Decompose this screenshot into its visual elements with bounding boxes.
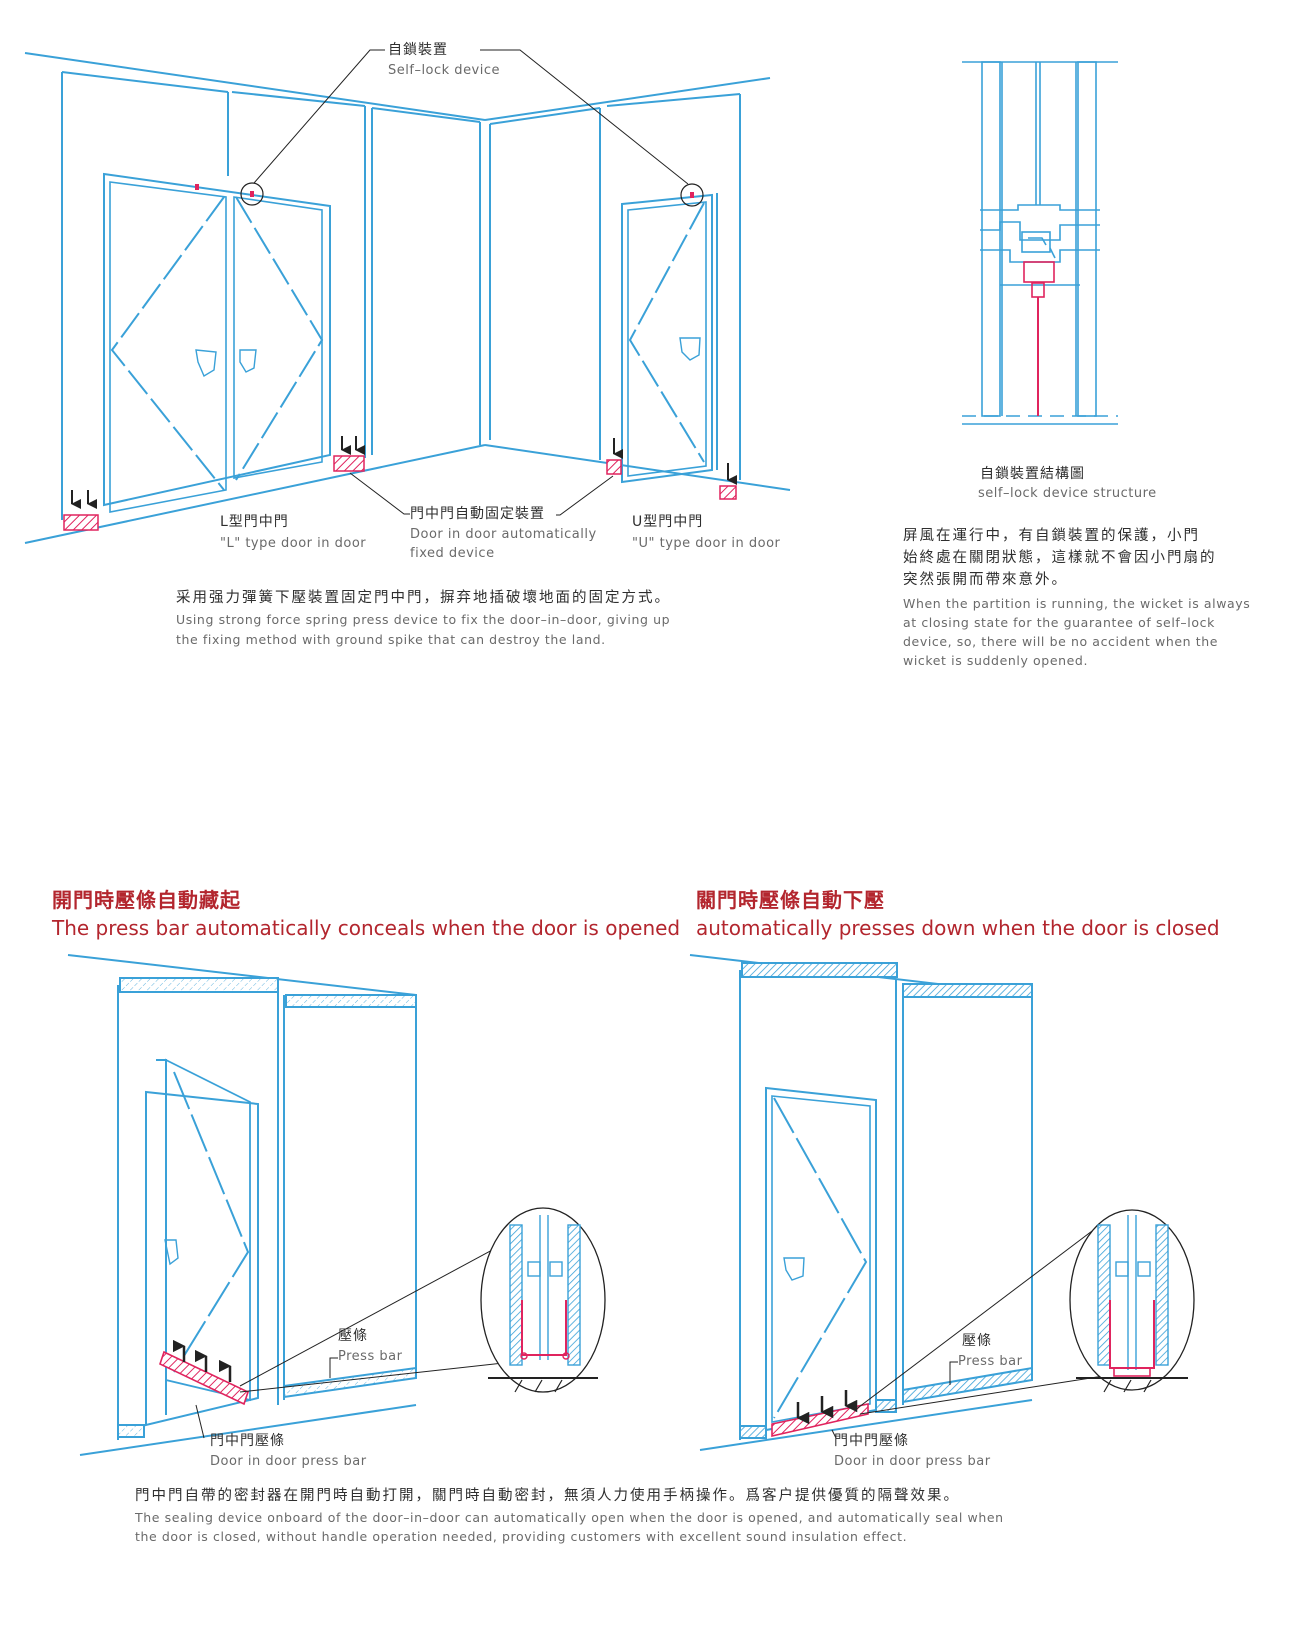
closed-press-bar-en: Press bar xyxy=(958,1354,1023,1369)
closed-door-bar-en: Door in door press bar xyxy=(834,1454,991,1469)
closed-heading-en: automatically presses down when the door… xyxy=(696,916,1220,940)
self-lock-structure-drawing xyxy=(962,61,1118,425)
structure-desc-cn-3: 突然張開而帶來意外。 xyxy=(903,572,1068,588)
self-lock-markers xyxy=(195,49,704,207)
top-caption-cn: 采用强力彈簧下壓裝置固定門中門，摒弃地插破壞地面的固定方式。 xyxy=(176,590,671,606)
self-lock-label-en: Self–lock device xyxy=(388,63,501,78)
open-detail-circle xyxy=(480,1207,606,1393)
open-press-bar-en: Press bar xyxy=(338,1349,403,1364)
structure-title-en: self–lock device structure xyxy=(978,486,1157,501)
open-heading-en: The press bar automatically conceals whe… xyxy=(52,916,681,940)
structure-desc-cn-1: 屏風在運行中，有自鎖裝置的保護，小門 xyxy=(903,528,1200,544)
top-caption-en-2: the fixing method with ground spike that… xyxy=(176,632,606,647)
auto-fixed-label-cn: 門中門自動固定裝置 xyxy=(410,506,545,522)
closed-press-bar-cn: 壓條 xyxy=(962,1333,992,1349)
open-door-bar-en: Door in door press bar xyxy=(210,1454,367,1469)
structure-desc-en-3: device, so, there will be no accident wh… xyxy=(903,634,1219,649)
structure-title-cn: 自鎖裝置結構圖 xyxy=(980,466,1085,482)
closed-door-bar-cn: 門中門壓條 xyxy=(834,1433,909,1449)
self-lock-pin xyxy=(1023,261,1055,416)
top-caption-en-1: Using strong force spring press device t… xyxy=(176,612,671,627)
structure-desc-en-2: at closing state for the guarantee of se… xyxy=(903,615,1215,630)
structure-desc-cn-2: 始終處在關閉狀態，這樣就不會因小門扇的 xyxy=(903,550,1217,566)
open-press-bar-cn: 壓條 xyxy=(338,1328,368,1344)
floor-press-devices xyxy=(63,436,737,531)
auto-fixed-label-en-1: Door in door automatically xyxy=(410,527,597,542)
open-door-press-bar xyxy=(159,1234,531,1439)
closed-door-press-bar xyxy=(771,1224,1111,1439)
l-type-label-en: "L" type door in door xyxy=(220,536,367,551)
structure-desc-en-4: wicket is suddenly opened. xyxy=(903,653,1089,668)
closed-door-drawing xyxy=(689,954,1033,1451)
closed-detail-circle xyxy=(1069,1209,1195,1393)
bottom-caption-en-1: The sealing device onboard of the door–i… xyxy=(135,1510,1004,1525)
open-door-bar-cn: 門中門壓條 xyxy=(210,1433,285,1449)
bottom-caption-cn: 門中門自帶的密封器在開門時自動打開，關門時自動密封，無須人力使用手柄操作。爲客户… xyxy=(135,1488,960,1504)
u-type-label-cn: U型門中門 xyxy=(632,514,704,530)
l-type-label-cn: L型門中門 xyxy=(220,514,289,530)
bottom-caption-en-2: the door is closed, without handle opera… xyxy=(135,1529,908,1544)
structure-desc-en-1: When the partition is running, the wicke… xyxy=(903,596,1251,611)
open-door-drawing xyxy=(67,954,417,1456)
auto-fixed-label-en-2: fixed device xyxy=(410,546,495,561)
open-heading-cn: 開門時壓條自動藏起 xyxy=(52,888,241,912)
self-lock-label-cn: 自鎖裝置 xyxy=(388,42,448,58)
u-type-label-en: "U" type door in door xyxy=(632,536,781,551)
room-diagram xyxy=(24,52,791,544)
closed-heading-cn: 關門時壓條自動下壓 xyxy=(696,888,885,912)
